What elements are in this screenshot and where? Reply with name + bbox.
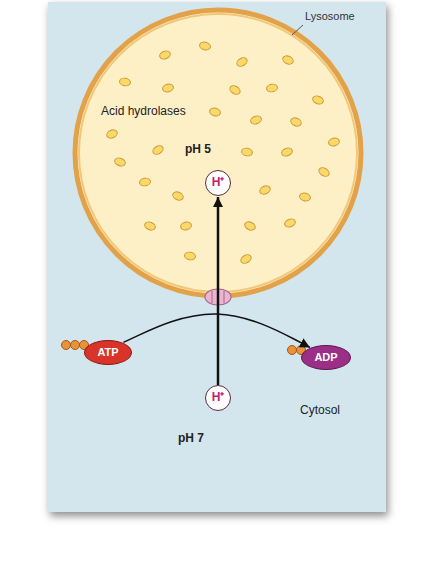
callout-label: Lysosome bbox=[305, 10, 355, 23]
acid-hydrolase-group bbox=[105, 41, 340, 265]
acid-hydrolase bbox=[171, 190, 184, 202]
acid-hydrolase bbox=[239, 253, 252, 265]
node-text: ADP bbox=[314, 351, 337, 364]
proton-ion: H⁺ bbox=[205, 170, 231, 196]
phosphate-dot bbox=[288, 346, 297, 355]
compartment-label: Cytosol bbox=[300, 404, 340, 418]
acid-hydrolase bbox=[184, 251, 196, 260]
acid-hydrolase bbox=[258, 184, 271, 196]
acid-hydrolase bbox=[209, 107, 222, 117]
acid-hydrolase bbox=[180, 221, 193, 231]
atp-molecule: ATP bbox=[84, 340, 132, 365]
acid-hydrolase bbox=[105, 128, 118, 140]
acid-hydrolase bbox=[289, 116, 302, 128]
ph-label: pH 7 bbox=[178, 432, 204, 446]
acid-hydrolase bbox=[151, 144, 164, 156]
acid-hydrolase bbox=[162, 83, 175, 93]
acid-hydrolase bbox=[328, 137, 341, 147]
acid-hydrolase bbox=[119, 77, 131, 86]
acid-hydrolase bbox=[243, 220, 256, 232]
phosphate-dot bbox=[71, 341, 80, 350]
node-text: ATP bbox=[97, 346, 118, 359]
node-text: H⁺ bbox=[212, 176, 225, 190]
leader-line bbox=[292, 25, 303, 35]
proton-ion: H⁺ bbox=[205, 385, 231, 411]
node-text: H⁺ bbox=[212, 391, 225, 405]
lysosome-organelle: LysosomeAcid hydrolases pH 5 H⁺ bbox=[73, 8, 363, 298]
pump-channel-line bbox=[212, 291, 213, 303]
acid-hydrolase bbox=[281, 147, 294, 158]
region-label: Acid hydrolases bbox=[101, 105, 186, 119]
acid-hydrolase bbox=[281, 54, 294, 66]
acid-hydrolase bbox=[235, 56, 248, 68]
acid-hydrolase bbox=[144, 221, 157, 232]
acid-hydrolase bbox=[228, 84, 241, 96]
acid-hydrolase bbox=[159, 50, 172, 61]
acid-hydrolase bbox=[266, 83, 278, 92]
acid-hydrolase bbox=[114, 157, 127, 168]
acid-hydrolase bbox=[139, 177, 151, 186]
pump-channel-line bbox=[224, 291, 225, 303]
ph-label: pH 5 bbox=[185, 143, 211, 157]
acid-hydrolase bbox=[199, 41, 212, 51]
reaction-arrow bbox=[123, 314, 310, 348]
acid-hydrolase bbox=[312, 95, 325, 106]
acid-hydrolase bbox=[250, 115, 263, 126]
acid-hydrolase bbox=[317, 166, 330, 178]
acid-hydrolase bbox=[241, 147, 253, 156]
transport-arrow bbox=[217, 197, 220, 385]
adp-molecule: ADP bbox=[301, 345, 351, 370]
phosphate-dot bbox=[62, 341, 71, 350]
acid-hydrolase bbox=[284, 218, 297, 229]
acid-hydrolase bbox=[299, 192, 312, 202]
